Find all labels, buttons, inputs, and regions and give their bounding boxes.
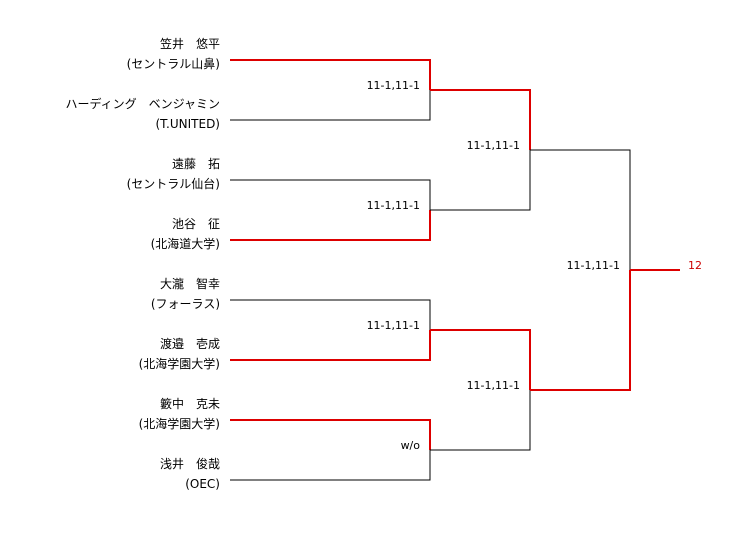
bracket-line-p1 [230, 59, 431, 90]
player-name-5: 大瀧 智幸 [159, 277, 220, 291]
player-name-4: 池谷 征 [171, 217, 220, 231]
score-r1-m3: 11-1,11-1 [366, 319, 420, 332]
result-label: 12 [688, 259, 702, 272]
score-final: 11-1,11-1 [566, 259, 620, 272]
player-name-7: 籔中 克未 [159, 397, 220, 411]
player-name-1: 笠井 悠平 [159, 37, 220, 51]
bracket-line-p7 [230, 419, 431, 450]
bracket-line-p4 [230, 210, 431, 241]
player-name-8: 浅井 俊哉 [159, 457, 220, 471]
score-r1-m2: 11-1,11-1 [366, 199, 420, 212]
bracket-line-sf2-bottom [430, 390, 531, 451]
bracket-line-p3 [230, 179, 431, 210]
bracket-line-final-bottom [530, 270, 631, 391]
player-team-7: (北海学園大学) [138, 417, 220, 431]
player-team-2: (T.UNITED) [155, 117, 220, 131]
bracket-line-sf1-top [430, 89, 531, 150]
player-team-3: (セントラル仙台) [126, 177, 220, 191]
bracket-line-sf2-top [430, 329, 531, 390]
player-team-4: (北海道大学) [150, 237, 220, 251]
bracket-line-sf1-bottom [430, 150, 531, 211]
score-r2-m1: 11-1,11-1 [466, 139, 520, 152]
score-r1-m4: w/o [400, 439, 420, 452]
player-team-8: (OEC) [185, 477, 220, 491]
player-name-6: 渡邉 壱成 [159, 337, 220, 351]
player-name-3: 遠藤 拓 [171, 157, 220, 171]
bracket-line-final-top [530, 149, 631, 270]
player-team-5: (フォーラス) [150, 297, 220, 311]
player-team-6: (北海学園大学) [138, 357, 220, 371]
bracket-line-p8 [230, 450, 431, 481]
score-r1-m1: 11-1,11-1 [366, 79, 420, 92]
bracket-line-p5 [230, 299, 431, 330]
score-r2-m2: 11-1,11-1 [466, 379, 520, 392]
bracket-line-p6 [230, 330, 431, 361]
player-name-2: ハーディング ベンジャミン [65, 97, 220, 111]
bracket-line-p2 [230, 90, 431, 121]
player-team-1: (セントラル山鼻) [126, 57, 220, 71]
